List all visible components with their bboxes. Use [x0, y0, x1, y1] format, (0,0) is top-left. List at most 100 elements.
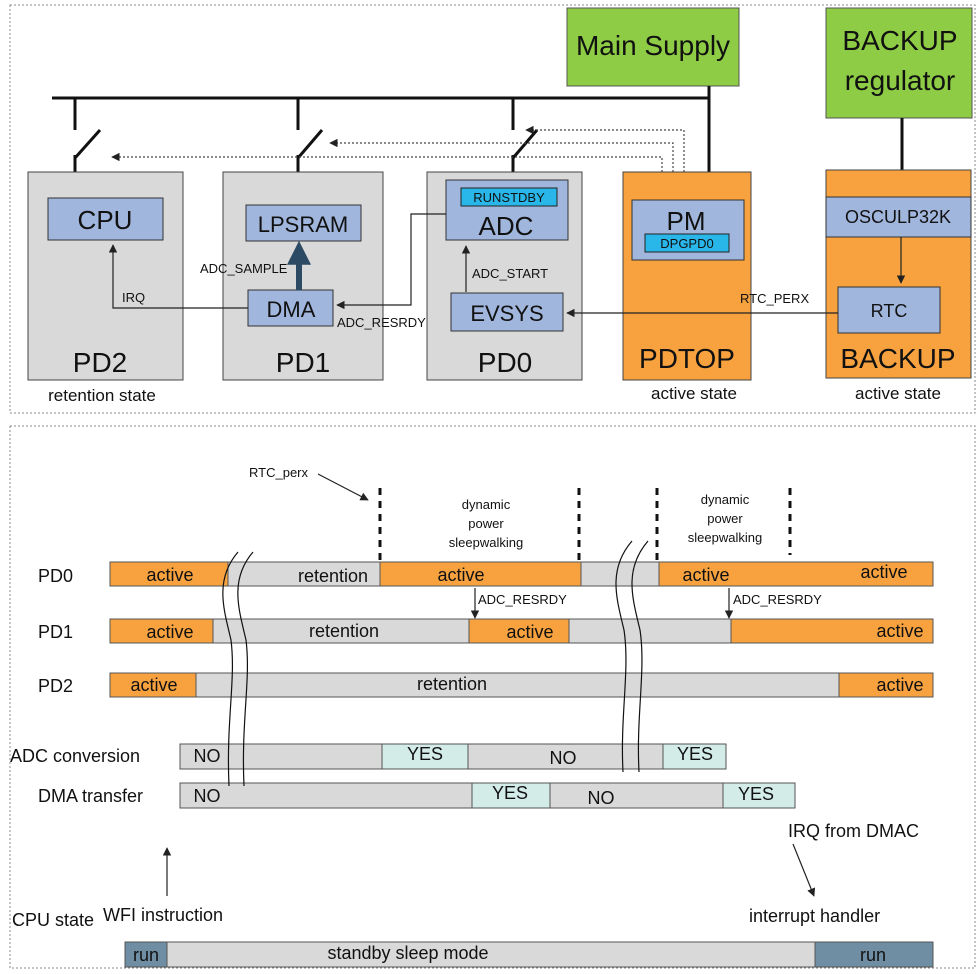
pd0-timeline: active retention active active active: [109, 561, 934, 587]
pdtop-label: PDTOP: [639, 343, 735, 374]
pd0-seg-active-1: [109, 561, 229, 587]
power-bus: [52, 86, 904, 172]
backup-state: active state: [855, 384, 941, 403]
pd1-text-active-1: active: [146, 622, 193, 642]
pd1-timeline: active retention active active: [109, 618, 934, 644]
pd0-seg-active-3: [658, 561, 934, 587]
adc-resrdy-arrow: [336, 213, 446, 310]
dma-text-yes-2: YES: [738, 784, 774, 804]
dma-seg-yes-1: [471, 782, 551, 809]
osculp32k-block: [825, 196, 972, 238]
pd0-text-active-2: active: [437, 565, 484, 585]
power-switches: [73, 129, 539, 159]
dynamic-label-2-line1: dynamic: [701, 492, 750, 507]
pd0-text-active-1: active: [146, 565, 193, 585]
pd0-text-retention: retention: [298, 566, 368, 586]
switch-pd1: [296, 129, 324, 159]
adc-text-no-1: NO: [194, 746, 221, 766]
main-supply-box: [566, 7, 740, 87]
adc-sample-label: ADC_SAMPLE: [200, 261, 288, 276]
pm-control-lines: [111, 125, 685, 200]
dma-text-no-1: NO: [194, 786, 221, 806]
irq-dmac-arrow: [792, 843, 816, 897]
adc-seg-no-2: [467, 743, 664, 770]
bottom-frame: [9, 425, 976, 969]
dpgpd0-flag: [644, 233, 730, 253]
backup-regulator-box: [825, 7, 973, 119]
wfi-label: WFI instruction: [103, 905, 223, 925]
dpgpd0-label: DPGPD0: [660, 236, 713, 251]
dynamic-label-1-line2: power: [468, 516, 504, 531]
adc-timeline: NO YES NO YES: [179, 743, 727, 770]
dma-block: [247, 289, 334, 327]
osculp32k-label: OSCULP32K: [845, 207, 951, 227]
cpu-seg-standby: [166, 941, 816, 968]
pd0-text-active-3: active: [682, 565, 729, 585]
interrupt-handler-label: interrupt handler: [749, 906, 880, 926]
pd0-label: PD0: [478, 347, 532, 378]
pd2-seg-active-2: [838, 672, 934, 698]
resrdy-label-2: ADC_RESRDY: [733, 592, 822, 607]
row-label-dma: DMA transfer: [38, 786, 143, 806]
pd2-text-active-1: active: [130, 675, 177, 695]
cpu-text-run-2: run: [860, 945, 886, 965]
runstdby-flag: [460, 187, 558, 207]
adc-text-yes-2: YES: [677, 744, 713, 764]
lpsram-label: LPSRAM: [258, 212, 348, 237]
pd1-text-active-3: active: [876, 621, 923, 641]
pd1-seg-active-1: [109, 618, 214, 644]
pd2-seg-retention: [195, 672, 840, 698]
dma-text-yes-1: YES: [492, 783, 528, 803]
main-supply-label: Main Supply: [576, 30, 730, 61]
dma-timeline: NO YES NO YES: [179, 782, 796, 809]
evsys-label: EVSYS: [470, 301, 543, 326]
top-frame: [9, 4, 976, 414]
dynamic-label-2-line2: power: [707, 511, 743, 526]
irq-dmac-label: IRQ from DMAC: [788, 821, 919, 841]
backup-regulator-line2: regulator: [845, 65, 956, 96]
dynamic-label-2: dynamic power sleepwalking: [688, 492, 762, 545]
cpu-text-run-1: run: [133, 945, 159, 965]
pd2-timeline: active retention active: [109, 672, 934, 698]
pd1-text-active-2: active: [506, 622, 553, 642]
pd1-seg-retention: [212, 618, 470, 644]
evsys-block: [450, 292, 564, 332]
backup-label: BACKUP: [840, 343, 955, 374]
lpsram-block: [245, 204, 362, 242]
adc-text-no-2: NO: [550, 748, 577, 768]
pd0-text-active-4: active: [860, 562, 907, 582]
row-label-pd0: PD0: [38, 566, 73, 586]
cpu-label: CPU: [78, 205, 133, 235]
row-label-pd2: PD2: [38, 676, 73, 696]
dma-seg-yes-2: [722, 782, 796, 809]
row-label-pd1: PD1: [38, 622, 73, 642]
pd2-seg-active-1: [109, 672, 197, 698]
pd2-state: retention state: [48, 386, 156, 405]
pd0-seg-active-2: [379, 561, 582, 587]
cpu-seg-run-2: [814, 941, 934, 968]
dynamic-label-2-line3: sleepwalking: [688, 530, 762, 545]
row-label-adc: ADC conversion: [10, 746, 140, 766]
rtc-block: [837, 286, 941, 334]
dma-seg-no-1: [179, 782, 473, 809]
pd2-text-retention: retention: [417, 674, 487, 694]
resrdy-label-1: ADC_RESRDY: [478, 592, 567, 607]
dma-label: DMA: [267, 297, 316, 322]
cpu-seg-run-1: [124, 941, 168, 968]
adc-seg-no-1: [179, 743, 383, 770]
rtc-perx-annotation: RTC_perx: [249, 465, 309, 480]
pd0-seg-retention-2: [580, 561, 660, 587]
adc-text-yes-1: YES: [407, 744, 443, 764]
cpu-timeline: run standby sleep mode run: [124, 941, 934, 968]
dma-seg-no-2: [549, 782, 724, 809]
pd2-text-active-2: active: [876, 675, 923, 695]
adc-seg-yes-2: [662, 743, 727, 770]
adc-start-label: ADC_START: [472, 266, 548, 281]
row-label-cpu: CPU state: [12, 910, 94, 930]
sleepwalk-markers: [378, 488, 792, 560]
switch-pd2: [73, 129, 102, 159]
irq-label: IRQ: [122, 290, 145, 305]
adc-label: ADC: [479, 211, 534, 241]
